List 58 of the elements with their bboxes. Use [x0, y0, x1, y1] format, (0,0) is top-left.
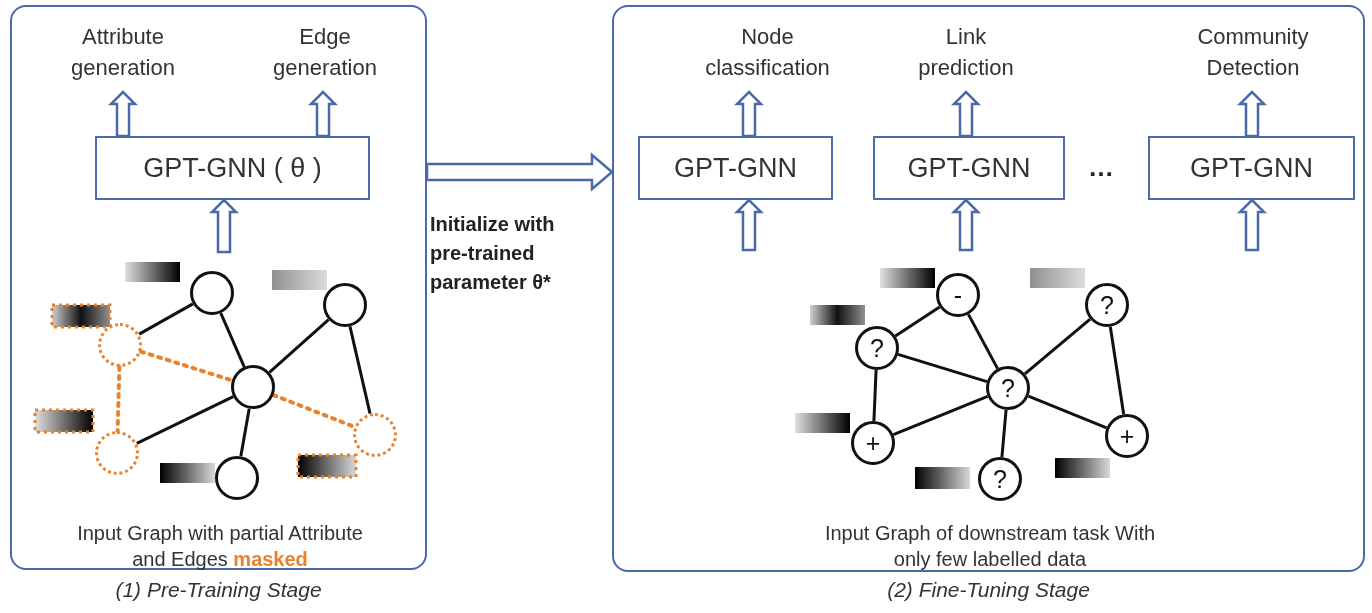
- graph-node-circle: [215, 456, 259, 500]
- block-arrow: [1237, 90, 1267, 138]
- graph-edge: [897, 353, 988, 383]
- masked-node-circle: [98, 323, 142, 367]
- graph-edge: [894, 305, 941, 338]
- labelled-node-circle: ?: [978, 457, 1022, 501]
- block-arrow: [951, 198, 981, 252]
- block-arrow: [425, 152, 614, 192]
- stage-panel: [612, 5, 1365, 572]
- graph-edge: [1027, 394, 1108, 430]
- masked-node-circle: [95, 431, 139, 475]
- graph-edge: [1023, 318, 1092, 375]
- graph-caption: Input Graph of downstream task With only few labelled data: [823, 521, 1157, 572]
- task-label: Link prediction: [906, 18, 1026, 92]
- stage-caption: (1) Pre-Training Stage: [114, 578, 323, 602]
- graph-edge: [219, 312, 246, 368]
- labelled-node-circle: ?: [1085, 283, 1129, 327]
- graph-edge: [136, 395, 234, 445]
- dashed-edge: [139, 349, 234, 383]
- block-arrow: [734, 90, 764, 138]
- block-arrow: [308, 90, 338, 138]
- graph-edge: [892, 394, 989, 437]
- stage-panel: [10, 5, 427, 570]
- block-arrow: [209, 198, 239, 254]
- graph-edge: [268, 318, 330, 374]
- block-arrow: [734, 198, 764, 252]
- graph-edge: [967, 313, 999, 370]
- graph-edge: [348, 326, 372, 414]
- task-label: Community Detection: [1158, 18, 1348, 92]
- graph-node-circle: [231, 365, 275, 409]
- task-label: Attribute generation: [38, 18, 208, 92]
- graph-node-circle: [323, 283, 367, 327]
- block-arrow: [951, 90, 981, 138]
- stage-caption: (2) Fine-Tuning Stage: [886, 578, 1091, 602]
- dashed-edge: [271, 393, 357, 429]
- graph-caption: Input Graph with partial Attribute and Edges masked: [76, 521, 364, 572]
- graph-edge: [1000, 409, 1008, 458]
- ellipsis-text: …: [1088, 152, 1114, 183]
- labelled-node-circle: +: [1105, 414, 1149, 458]
- labelled-node-circle: +: [851, 421, 895, 465]
- model-box: GPT-GNN ( θ ): [95, 136, 370, 200]
- task-label: Node classification: [690, 18, 845, 92]
- graph-edge: [872, 369, 878, 422]
- block-arrow: [1237, 198, 1267, 252]
- model-box: GPT-GNN: [873, 136, 1065, 200]
- dashed-edge: [115, 365, 122, 433]
- block-arrow: [108, 90, 138, 138]
- labelled-node-circle: ?: [986, 366, 1030, 410]
- labelled-node-circle: ?: [855, 326, 899, 370]
- model-box: GPT-GNN: [638, 136, 833, 200]
- graph-edge: [239, 408, 251, 457]
- labelled-node-circle: -: [936, 273, 980, 317]
- graph-node-circle: [190, 271, 234, 315]
- model-box: GPT-GNN: [1148, 136, 1355, 200]
- graph-edge: [1108, 326, 1126, 415]
- task-label: Edge generation: [245, 18, 405, 92]
- graph-edge: [138, 302, 194, 336]
- masked-node-circle: [353, 413, 397, 457]
